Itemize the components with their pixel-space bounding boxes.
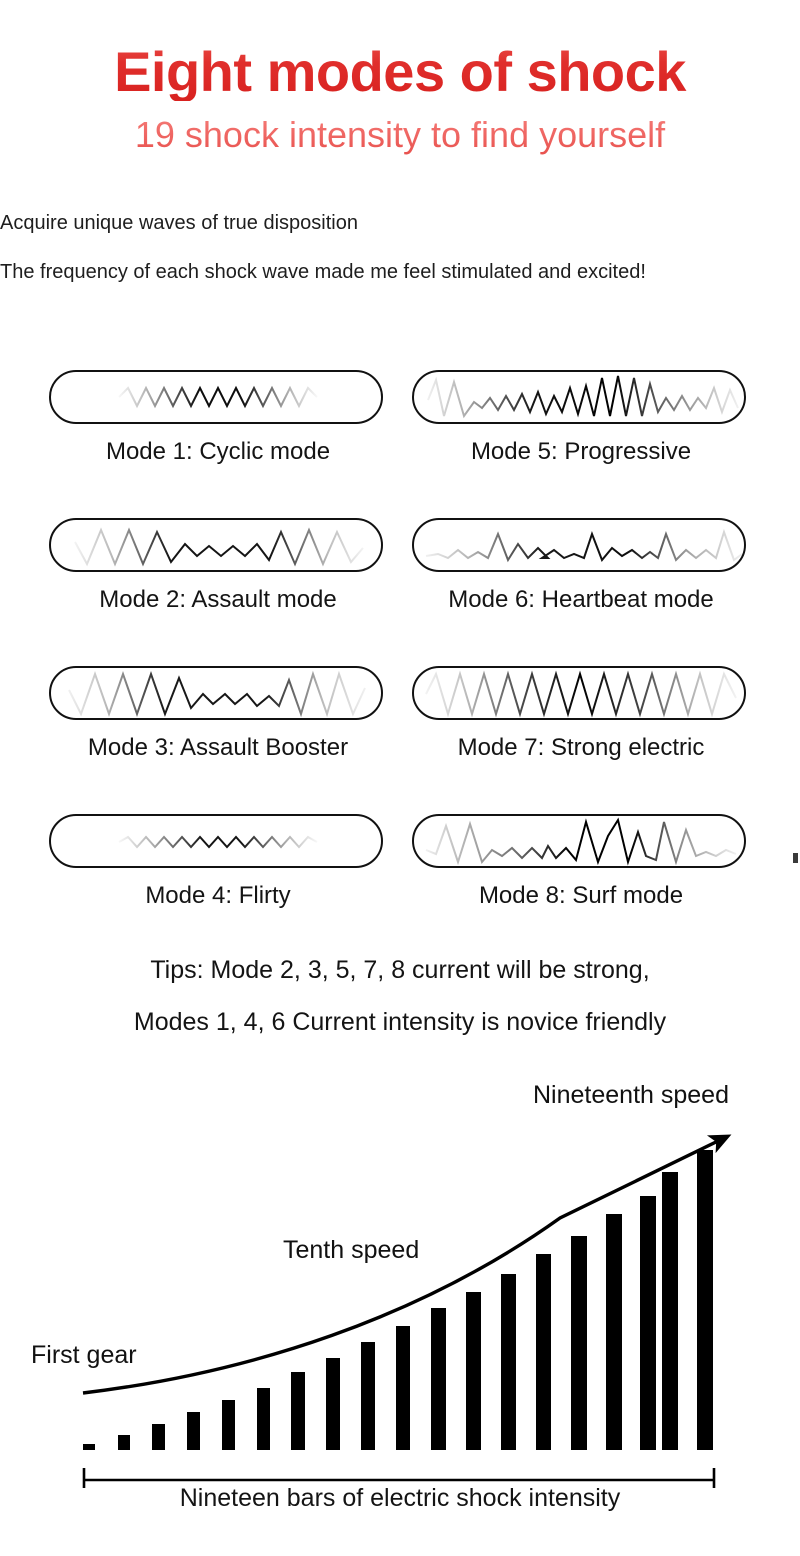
waveform-pill-7 (412, 666, 746, 720)
intensity-bar-chart: First gear Tenth speed Nineteenth speed (0, 1068, 800, 1556)
mode-card-6[interactable]: Mode 6: Heartbeat mode (412, 518, 750, 614)
header: Eight modes of shock 19 shock intensity … (0, 0, 800, 155)
mode-label-7: Mode 7: Strong electric (457, 734, 705, 761)
page-subtitle: 19 shock intensity to find yourself (0, 101, 800, 155)
waveform-uniform-tall-zigzag (425, 670, 737, 718)
waveform-pill-4 (49, 814, 383, 868)
bar-series (83, 1150, 713, 1450)
mode-label-3: Mode 3: Assault Booster (87, 734, 349, 761)
waveform-dense-crescendo (427, 375, 739, 419)
mode-card-1[interactable]: Mode 1: Cyclic mode (49, 370, 387, 466)
mode-label-2: Mode 2: Assault mode (99, 586, 337, 613)
mode-card-2[interactable]: Mode 2: Assault mode (49, 518, 387, 614)
chart-bar (396, 1326, 410, 1450)
mode-row: Mode 1: Cyclic mode (0, 370, 800, 518)
mode-grid: Mode 1: Cyclic mode (0, 370, 800, 962)
tagline-primary: Acquire unique waves of true disposition (0, 212, 358, 234)
chart-bar (466, 1292, 481, 1450)
mode-label-6: Mode 6: Heartbeat mode (448, 586, 714, 613)
chart-bar (152, 1424, 165, 1450)
annotation-tenth-speed: Tenth speed (283, 1236, 419, 1264)
mode-card-3[interactable]: Mode 3: Assault Booster (49, 666, 387, 762)
tagline-secondary: The frequency of each shock wave made me… (0, 261, 646, 283)
chart-bar (697, 1150, 713, 1450)
chart-bar (257, 1388, 270, 1450)
mode-row: Mode 4: Flirty (0, 814, 800, 962)
mode-label-4: Mode 4: Flirty (145, 882, 291, 909)
waveform-pill-2 (49, 518, 383, 572)
annotation-nineteenth-speed: Nineteenth speed (533, 1081, 729, 1109)
trend-curve-arrow (82, 1134, 732, 1395)
chart-bar (83, 1444, 95, 1450)
waveform-pill-8 (412, 814, 746, 868)
mode-card-8[interactable]: Mode 8: Surf mode (412, 814, 750, 910)
chart-bar (431, 1308, 446, 1450)
chart-bar (640, 1196, 656, 1450)
waveform-pill-5 (412, 370, 746, 424)
mode-row: Mode 2: Assault mode (0, 518, 800, 666)
waveform-pill-6 (412, 518, 746, 572)
chart-bar (326, 1358, 340, 1450)
chart-bar (291, 1372, 305, 1450)
mode-card-4[interactable]: Mode 4: Flirty (49, 814, 387, 910)
tips-line-1: Tips: Mode 2, 3, 5, 7, 8 current will be… (150, 956, 650, 984)
chart-bar (571, 1236, 587, 1450)
chart-bar (606, 1214, 622, 1450)
annotation-first-gear: First gear (31, 1341, 137, 1369)
mode-label-8: Mode 8: Surf mode (478, 882, 684, 909)
chart-bar (361, 1342, 375, 1450)
waveform-uniform-small-zigzag (118, 385, 318, 409)
page-title: Eight modes of shock (0, 0, 800, 102)
chart-bar (536, 1254, 551, 1450)
mode-card-7[interactable]: Mode 7: Strong electric (412, 666, 750, 762)
mode-card-5[interactable]: Mode 5: Progressive (412, 370, 750, 466)
chart-bar (662, 1172, 678, 1450)
chart-bar (118, 1435, 130, 1450)
mode-row: Mode 3: Assault Booster (0, 666, 800, 814)
chart-bar (222, 1400, 235, 1450)
edge-artifact (793, 853, 798, 863)
waveform-pill-3 (49, 666, 383, 720)
chart-bar (187, 1412, 200, 1450)
waveform-very-low-ripple (118, 835, 318, 849)
tips-line-2: Modes 1, 4, 6 Current intensity is novic… (133, 1008, 667, 1036)
chart-svg: First gear Tenth speed Nineteenth speed (31, 1081, 732, 1488)
mode-label-1: Mode 1: Cyclic mode (105, 438, 331, 465)
waveform-big-edges-small-middle (74, 527, 364, 567)
range-bracket (82, 1468, 716, 1488)
waveform-surf-mixed-peaks (425, 817, 737, 866)
chart-bar (501, 1274, 516, 1450)
waveform-tall-edges-low-middle (68, 670, 366, 718)
mode-label-5: Mode 5: Progressive (470, 438, 692, 465)
waveform-pill-1 (49, 370, 383, 424)
waveform-low-ripple-with-spikes (425, 528, 743, 563)
chart-caption: Nineteen bars of electric shock intensit… (179, 1484, 621, 1512)
